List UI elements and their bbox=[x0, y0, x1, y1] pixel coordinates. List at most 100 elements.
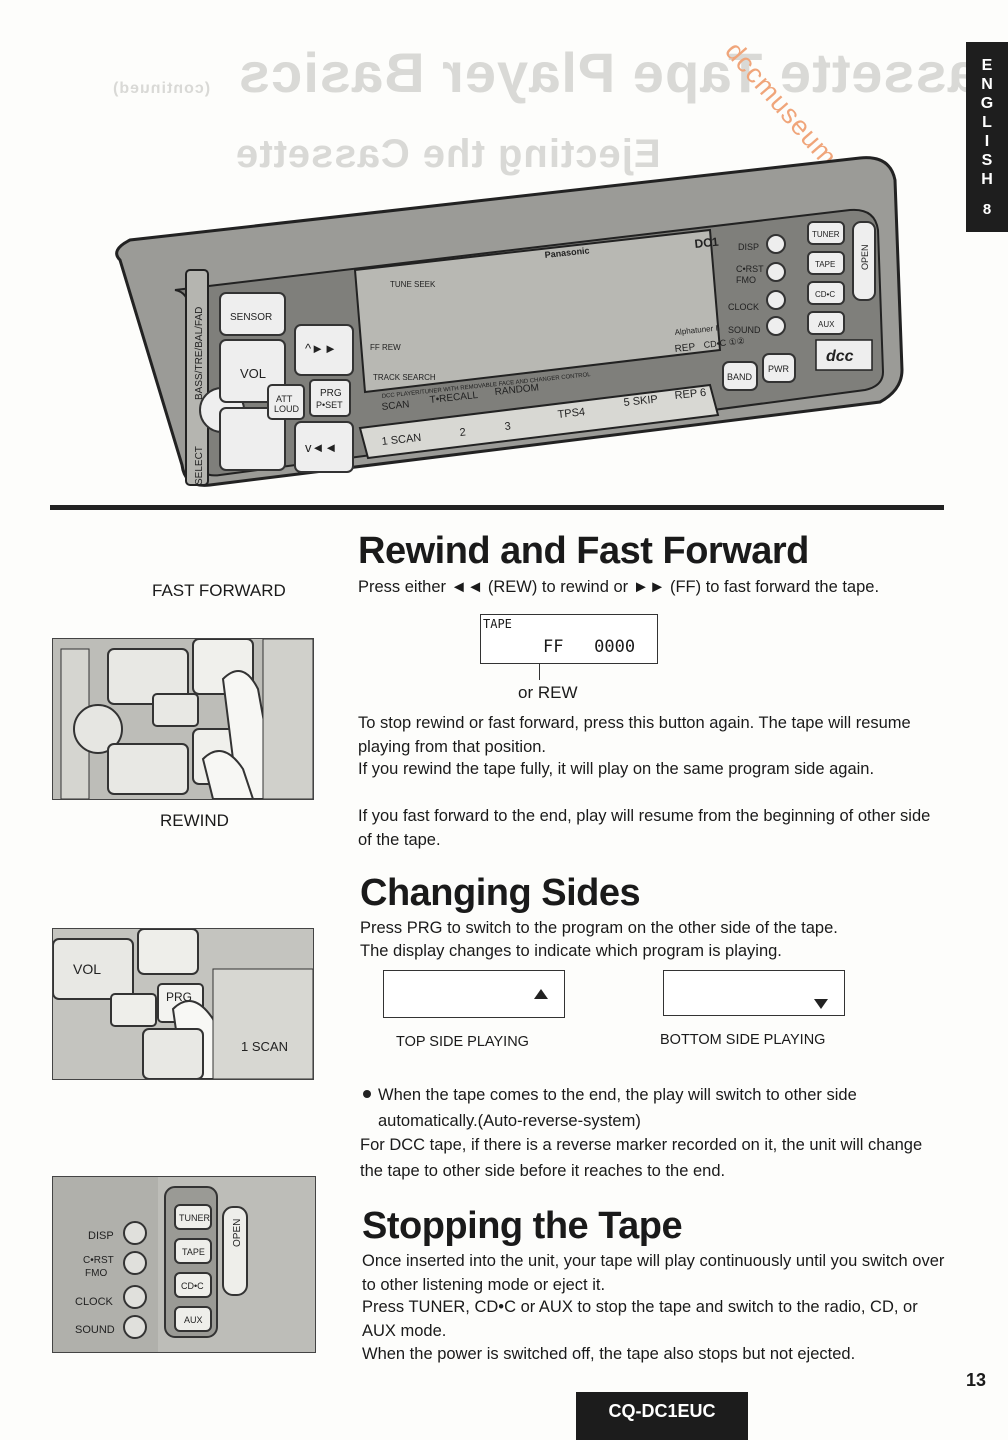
tape-button[interactable] bbox=[807, 251, 845, 275]
att-loud-button[interactable] bbox=[267, 384, 305, 420]
top-side-label: TOP SIDE PLAYING bbox=[396, 1034, 529, 1050]
rewind-label: REWIND bbox=[160, 811, 229, 830]
stopping-para2: Press TUNER, CD•C or AUX to stop the tap… bbox=[362, 1298, 918, 1340]
rep-label: REP bbox=[674, 342, 696, 355]
prg-label: PRG bbox=[320, 388, 342, 399]
band-button[interactable] bbox=[722, 361, 758, 391]
tab-letter: L bbox=[982, 114, 992, 131]
model-footer: CQ-DC1EUC bbox=[576, 1392, 748, 1440]
track-search-label: TRACK SEARCH bbox=[373, 373, 436, 382]
prg-button[interactable] bbox=[309, 379, 351, 417]
sides-bullet: When the tape comes to the end, the play… bbox=[378, 1086, 857, 1130]
dcc-logo-text: dcc bbox=[826, 348, 854, 365]
tune-seek-label: TUNE SEEK bbox=[390, 280, 436, 289]
stopping-para3: When the power is switched off, the tape… bbox=[362, 1345, 856, 1363]
vol-label: VOL bbox=[240, 366, 266, 381]
disp-button[interactable] bbox=[766, 234, 786, 254]
display-window bbox=[353, 228, 722, 394]
fast-forward-label: FAST FORWARD bbox=[152, 581, 286, 600]
bottom-side-indicator-icon bbox=[814, 999, 828, 1009]
tab-letter: N bbox=[981, 76, 993, 93]
display-pointer-line bbox=[539, 664, 540, 680]
rew-button[interactable] bbox=[294, 421, 354, 473]
sides-title: Changing Sides bbox=[360, 872, 641, 914]
sides-para1: Press PRG to switch to the program on th… bbox=[360, 919, 838, 937]
tab-letter: I bbox=[984, 133, 990, 150]
page-number: 13 bbox=[966, 1370, 987, 1390]
photo-vol-label: VOL bbox=[73, 961, 101, 977]
select-label: SELECT bbox=[194, 446, 205, 485]
rewind-para3: If you rewind the tape fully, it will pl… bbox=[358, 760, 875, 778]
att-label: ATT bbox=[276, 394, 293, 404]
brand-logo: Panasonic bbox=[544, 245, 590, 260]
cdc-button[interactable] bbox=[807, 281, 845, 305]
photo-crst-button bbox=[123, 1251, 147, 1275]
stopping-para1: Once inserted into the unit, your tape w… bbox=[362, 1252, 945, 1294]
language-tab: E N G L I S H 8 bbox=[966, 42, 1008, 232]
ff-rew-photo bbox=[52, 638, 314, 800]
cdc-12-label: CD•C ①② bbox=[703, 336, 745, 350]
tab-letter: G bbox=[980, 95, 994, 112]
sensor-label: SENSOR bbox=[230, 312, 272, 323]
crst-button[interactable] bbox=[766, 262, 786, 282]
sides-para2: The display changes to indicate which pr… bbox=[360, 942, 782, 960]
photo-disp-button bbox=[123, 1221, 147, 1245]
photo-tape-label: TAPE bbox=[182, 1247, 205, 1257]
bullet-dot-icon bbox=[363, 1090, 371, 1098]
rewind-para1: Press either ◄◄ (REW) to rewind or ►► (F… bbox=[358, 578, 880, 596]
ff-glyph: ^►► bbox=[305, 341, 337, 356]
preset-4[interactable]: TPS4 bbox=[557, 406, 586, 421]
open-button[interactable] bbox=[852, 221, 876, 301]
cdc-label: CD•C bbox=[815, 290, 835, 299]
preset-strip bbox=[358, 383, 720, 460]
ghost-title: Cassette Tape Player Basics bbox=[238, 41, 1008, 104]
tuner-label: TUNER bbox=[812, 230, 840, 239]
crst-label: C•RST bbox=[736, 264, 764, 274]
rew-glyph: v◄◄ bbox=[305, 440, 337, 455]
section-rule bbox=[50, 505, 944, 510]
preset-1[interactable]: 1 SCAN bbox=[381, 432, 422, 448]
bottom-side-display bbox=[663, 970, 845, 1016]
ff-rew-label: FF REW bbox=[370, 343, 401, 352]
stopping-title: Stopping the Tape bbox=[362, 1205, 683, 1247]
ff-display-main: FF 0000 bbox=[543, 637, 636, 657]
photo-sound-button bbox=[123, 1315, 147, 1339]
clock-button[interactable] bbox=[766, 290, 786, 310]
source-buttons-photo-drawing: DISP C•RST FMO CLOCK SOUND TUNER TAPE CD… bbox=[53, 1177, 315, 1352]
preset-2[interactable]: 2 bbox=[459, 426, 466, 439]
model-logo: DC1 bbox=[694, 235, 720, 251]
car-stereo-illustration: BASS/TRE/BAL/FAD SELECT SENSOR VOL ATT L… bbox=[115, 156, 904, 487]
vol-down-button[interactable] bbox=[219, 407, 286, 471]
aux-button[interactable] bbox=[807, 311, 845, 335]
top-side-indicator-icon bbox=[534, 989, 548, 999]
band-label: BAND bbox=[727, 372, 753, 382]
pwr-button[interactable] bbox=[762, 353, 796, 383]
prg-photo-drawing: VOL PRG 1 SCAN bbox=[53, 929, 313, 1079]
pwr-label: PWR bbox=[768, 364, 789, 374]
bass-tre-label: BASS/TRE/BAL/FAD bbox=[194, 307, 205, 400]
or-rew-tag: or REW bbox=[518, 683, 578, 702]
sound-label: SOUND bbox=[728, 325, 761, 335]
scan-label: SCAN bbox=[381, 399, 410, 413]
bottom-side-label: BOTTOM SIDE PLAYING bbox=[660, 1032, 826, 1048]
sound-button[interactable] bbox=[766, 316, 786, 336]
photo-aux-label: AUX bbox=[184, 1315, 203, 1325]
preset-5[interactable]: 5 SKIP bbox=[623, 393, 658, 409]
dcc-logo bbox=[815, 339, 873, 371]
sensor-button[interactable] bbox=[219, 292, 286, 336]
rewind-para4: If you fast forward to the end, play wil… bbox=[358, 807, 931, 849]
tuner-button[interactable] bbox=[807, 221, 845, 245]
pset-label: P•SET bbox=[316, 400, 343, 410]
rewind-para2: To stop rewind or fast forward, press th… bbox=[358, 714, 911, 756]
preset-3[interactable]: 3 bbox=[504, 420, 511, 433]
preset-6[interactable]: REP 6 bbox=[674, 387, 707, 402]
photo-cdc-label: CD•C bbox=[181, 1281, 204, 1291]
disp-label: DISP bbox=[738, 242, 759, 252]
ff-button[interactable] bbox=[294, 324, 354, 376]
fmo-label: FMO bbox=[736, 275, 756, 285]
photo-sound-label: SOUND bbox=[75, 1324, 115, 1336]
ff-display-top: TAPE bbox=[483, 617, 512, 631]
photo-scan-label: 1 SCAN bbox=[241, 1039, 288, 1054]
sides-para3: For DCC tape, if there is a reverse mark… bbox=[360, 1136, 923, 1180]
photo-crst-label: C•RST bbox=[83, 1255, 114, 1266]
